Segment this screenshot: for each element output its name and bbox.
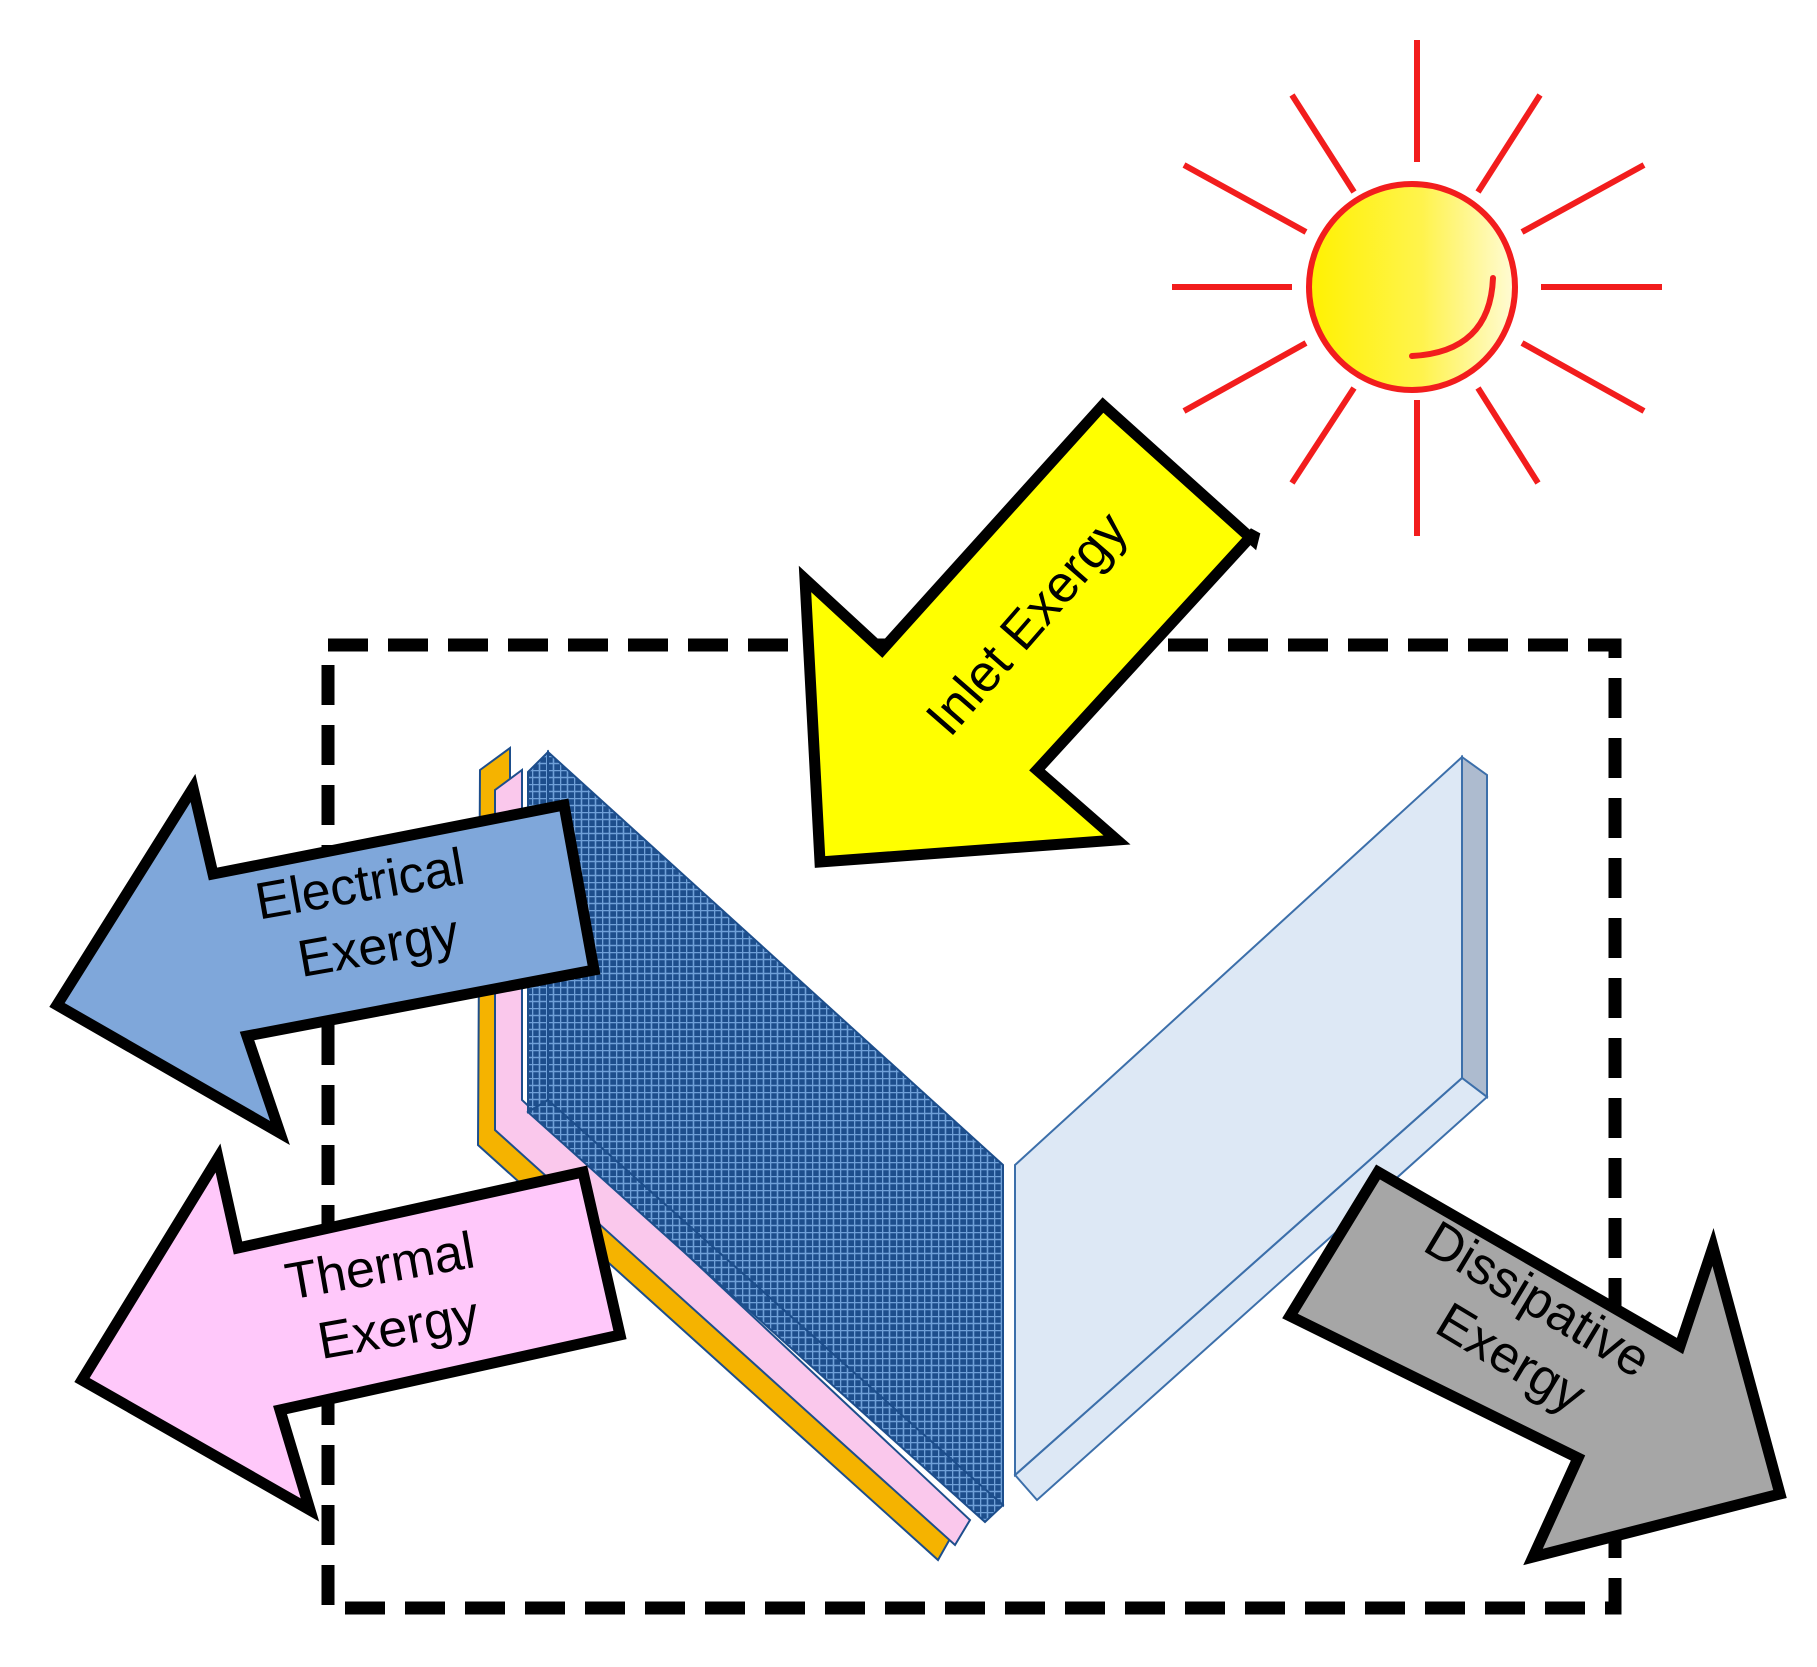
- pink-thermal-layer: [494, 768, 972, 1547]
- sun-icon: [1172, 40, 1662, 536]
- thermal-exergy-arrow: Thermal Exergy: [74, 1143, 627, 1522]
- system-boundary: [321, 638, 1622, 1615]
- inlet-exergy-arrow: Inlet Exergy: [798, 397, 1261, 868]
- electrical-exergy-arrow: Electrical Exergy: [49, 773, 601, 1146]
- sun-glint: [1409, 275, 1496, 359]
- reflector-side-edge: [1461, 755, 1488, 1100]
- reflector-face: [1014, 754, 1463, 1478]
- dissipative-exergy-arrow: Dissipative Exergy: [1282, 1164, 1787, 1566]
- sun-disc: [1306, 181, 1518, 393]
- reflector-panel: [1013, 754, 1489, 1502]
- sun-rays: [1172, 40, 1662, 536]
